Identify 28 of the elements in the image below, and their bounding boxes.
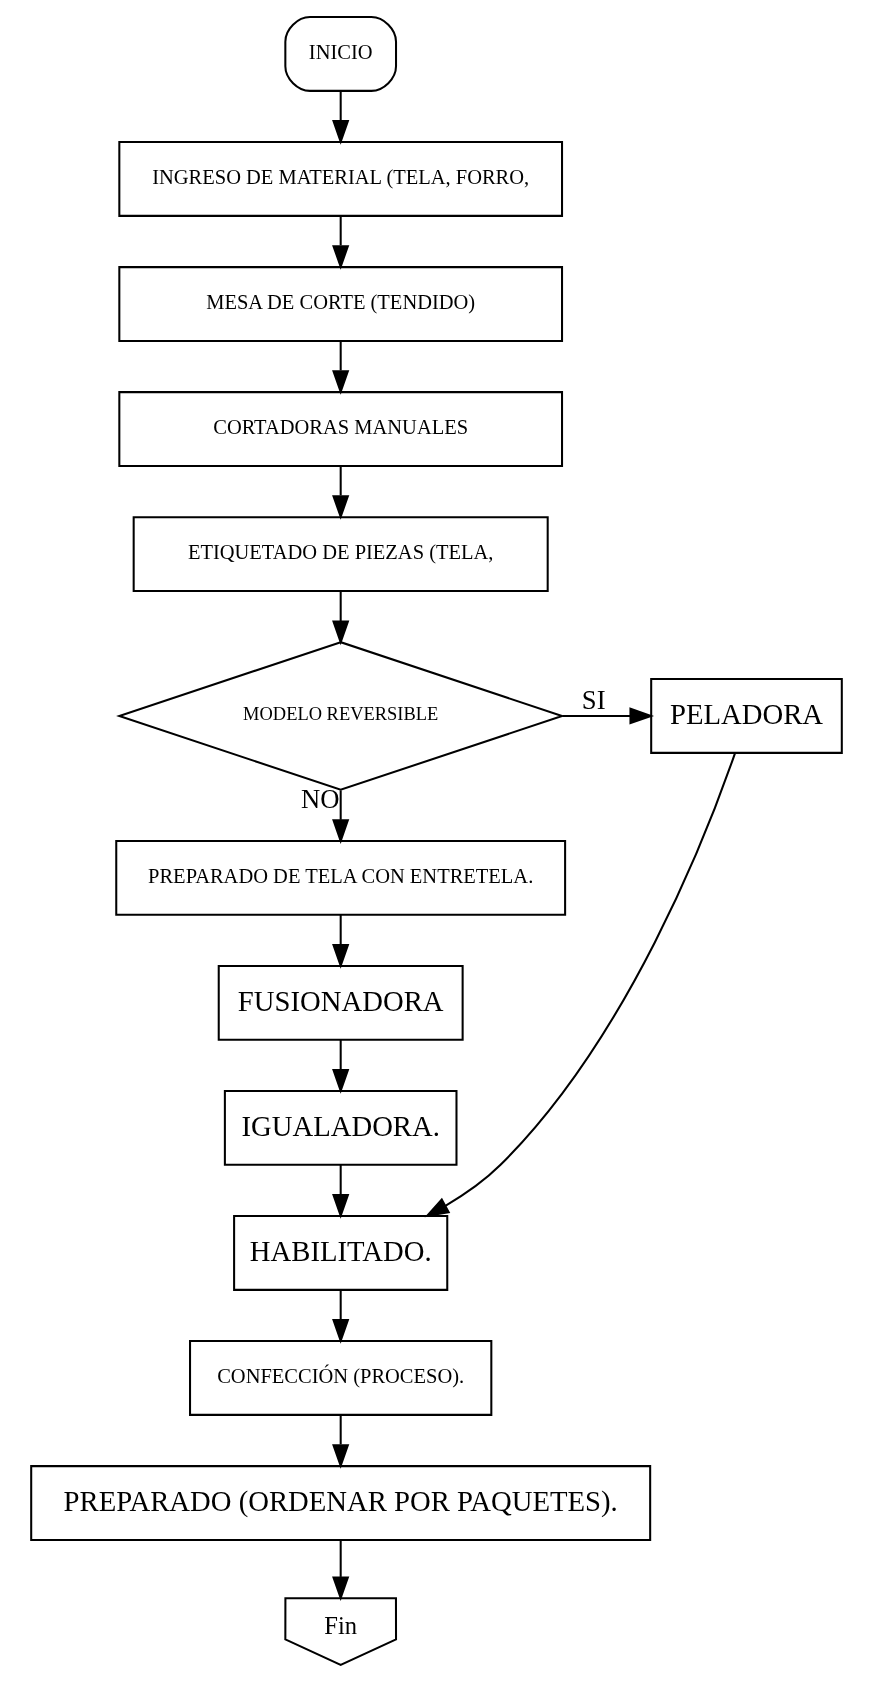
arrow bbox=[332, 466, 350, 520]
node-diamond: MODELO REVERSIBLE bbox=[116, 641, 566, 791]
node-box: INGRESO DE MATERIAL (TELA, FORRO, bbox=[118, 141, 564, 217]
arrow bbox=[332, 216, 350, 270]
node-box: INICIO bbox=[284, 16, 398, 92]
node-box: ETIQUETADO DE PIEZAS (TELA, bbox=[132, 516, 549, 592]
arrow bbox=[332, 591, 350, 646]
node-box: PELADORA bbox=[650, 678, 843, 754]
edge-label: SI bbox=[581, 684, 606, 715]
node-box: PREPARADO DE TELA CON ENTRETELA. bbox=[115, 839, 567, 916]
node-box: CONFECCIÓN (PROCESO). bbox=[189, 1340, 493, 1416]
arrow bbox=[332, 790, 350, 844]
arrow bbox=[332, 1164, 350, 1219]
arrow bbox=[332, 914, 350, 969]
node-box: PREPARADO (ORDENAR POR PAQUETES). bbox=[30, 1465, 652, 1541]
arrow bbox=[332, 1540, 350, 1602]
node-box: CORTADORAS MANUALES bbox=[118, 391, 564, 467]
node-box: HABILITADO. bbox=[233, 1215, 449, 1291]
node-box: FUSIONADORA bbox=[217, 965, 464, 1041]
node-box: MESA DE CORTE (TENDIDO) bbox=[118, 266, 564, 342]
arrow bbox=[332, 91, 350, 145]
arrow bbox=[332, 1415, 350, 1469]
arrow bbox=[424, 752, 736, 1218]
arrow bbox=[332, 341, 350, 395]
node-box: IGUALADORA. bbox=[223, 1090, 458, 1166]
arrow bbox=[562, 707, 655, 725]
arrow bbox=[332, 1290, 350, 1344]
arrow bbox=[332, 1039, 350, 1094]
